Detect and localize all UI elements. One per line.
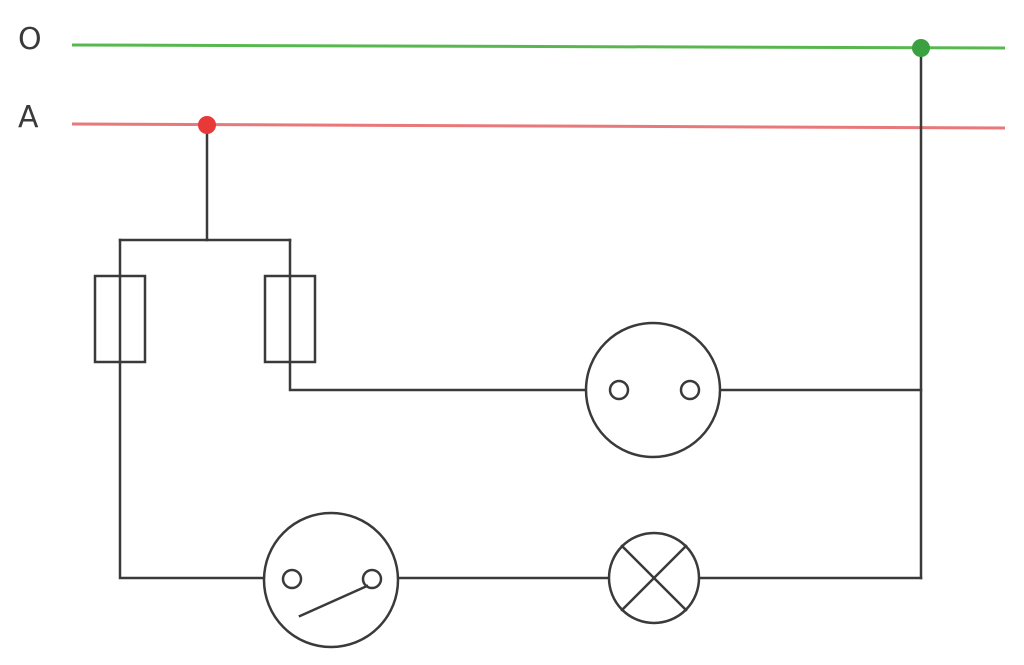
socket-terminal-left (608, 379, 630, 401)
switch-terminal-right (361, 568, 383, 590)
phase-tap-dot (198, 116, 216, 134)
switch-body (262, 511, 400, 649)
lamp (607, 531, 701, 625)
switch (262, 511, 400, 649)
switch-terminal-left (281, 568, 303, 590)
right-fuse-wire (288, 238, 589, 392)
neutral-rail (71, 43, 1006, 50)
socket-body (584, 321, 722, 459)
neutral-rail-label: O (18, 22, 42, 57)
phase-rail-label: A (18, 100, 39, 135)
socket-terminal-right (679, 379, 701, 401)
phase-rail (71, 122, 1006, 130)
socket (584, 321, 722, 459)
switch-lever (298, 584, 369, 618)
neutral-tap-dot (912, 39, 930, 57)
lamp-cross-2 (620, 544, 688, 612)
